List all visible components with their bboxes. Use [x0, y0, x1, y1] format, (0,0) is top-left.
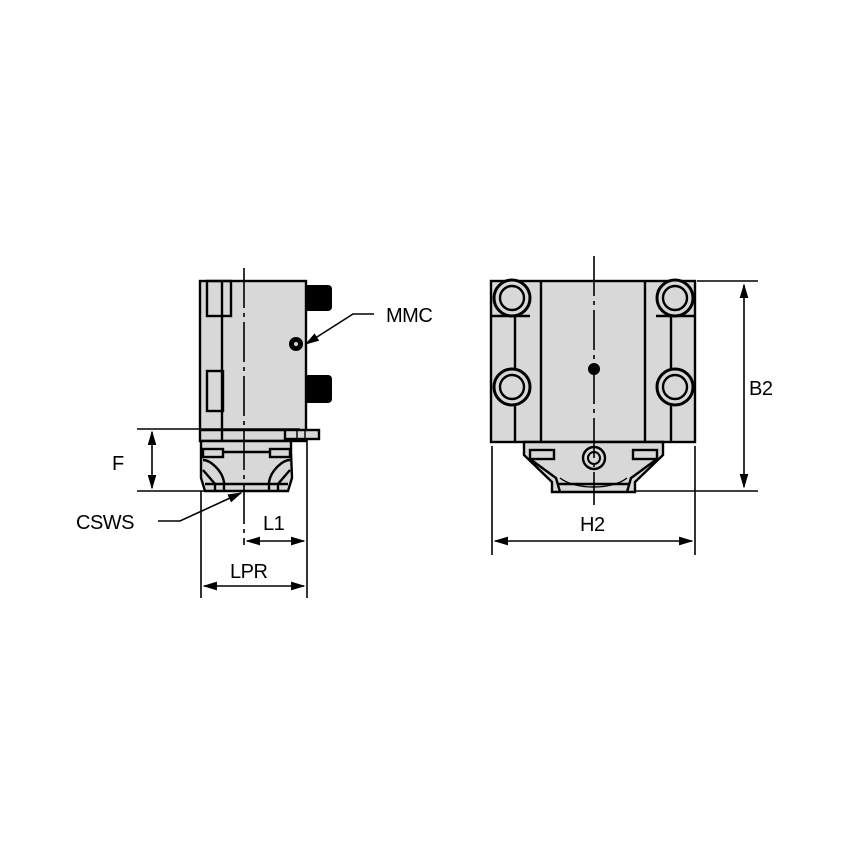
front-view — [489, 256, 697, 505]
bolt-hole-icon — [655, 278, 695, 318]
connector-bottom — [304, 375, 332, 403]
dim-label-h2: H2 — [580, 514, 605, 536]
bolt-hole-icon — [655, 367, 695, 407]
dim-label-lpr: LPR — [230, 561, 267, 583]
label-csws: CSWS — [76, 512, 134, 534]
side-dimensions: F L1 LPR CSWS MMC — [76, 305, 433, 598]
front-dimensions: B2 H2 — [491, 280, 773, 555]
dim-label-l1: L1 — [263, 513, 285, 535]
dim-label-f: F — [112, 453, 124, 475]
label-mmc: MMC — [386, 305, 432, 327]
side-view — [198, 268, 332, 545]
dim-label-b2: B2 — [749, 378, 773, 400]
bolt-hole-icon — [492, 367, 532, 407]
side-body — [198, 279, 308, 443]
bolt-hole-icon — [492, 278, 532, 318]
connector-top — [304, 285, 332, 311]
